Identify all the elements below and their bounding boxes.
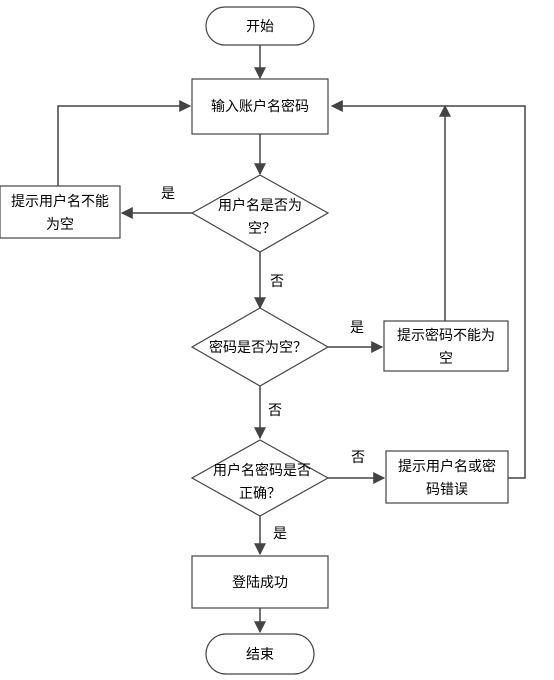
credentials-decision: 用户名密码是否 正确？ [190,439,330,517]
label-no-credentials: 否 [351,450,365,466]
label-no-username-empty: 否 [270,274,284,290]
end-node: 结束 [205,633,315,675]
end-shape [205,633,315,675]
msg-password-empty-node: 提示密码不能为 空 [383,320,509,372]
username-empty-decision: 用户名是否为 空？ [190,174,330,253]
msg-credentials-wrong-node: 提示用户名或密 码错误 [385,450,509,504]
password-empty-decision: 密码是否为空？ [190,307,330,387]
username-empty-line2: 空？ [248,221,276,237]
credentials-line1: 用户名密码是否 [213,462,311,479]
password-empty-label: 密码是否为空？ [209,339,307,356]
start-node: 开始 [205,6,315,46]
label-yes-username-empty: 是 [161,186,175,202]
msg-username-empty-line2: 为空 [46,217,74,233]
username-empty-shape [190,174,330,253]
msg-username-empty-node: 提示用户名不能 为空 [0,185,121,239]
start-shape [205,6,315,46]
arrow-credentials-msg-back [330,100,526,479]
input-label: 输入账户名密码 [211,98,309,115]
username-empty-line1: 用户名是否为 [218,197,302,214]
msg-password-empty-shape [383,320,509,372]
label-no-password-empty: 否 [268,403,282,419]
password-empty-shape [190,307,330,387]
msg-credentials-wrong-line2: 码错误 [426,482,468,498]
start-label: 开始 [246,19,274,35]
label-yes-credentials: 是 [273,526,287,542]
label-yes-password-empty: 是 [350,320,364,336]
msg-username-empty-line1: 提示用户名不能 [11,193,109,210]
success-label: 登陆成功 [232,575,288,591]
credentials-line2: 正确？ [239,486,281,502]
end-label: 结束 [246,647,274,663]
arrow-username-msg-back [57,100,192,186]
input-shape [191,78,329,135]
success-shape [191,555,329,609]
credentials-shape [190,439,330,517]
msg-credentials-wrong-line1: 提示用户名或密 [398,458,496,475]
msg-username-empty-shape [0,185,121,239]
input-node: 输入账户名密码 [191,78,329,135]
msg-credentials-wrong-shape [385,450,509,504]
success-node: 登陆成功 [191,555,329,609]
msg-password-empty-line1: 提示密码不能为 [397,327,495,344]
msg-password-empty-line2: 空 [439,351,453,367]
connectors [57,45,526,634]
